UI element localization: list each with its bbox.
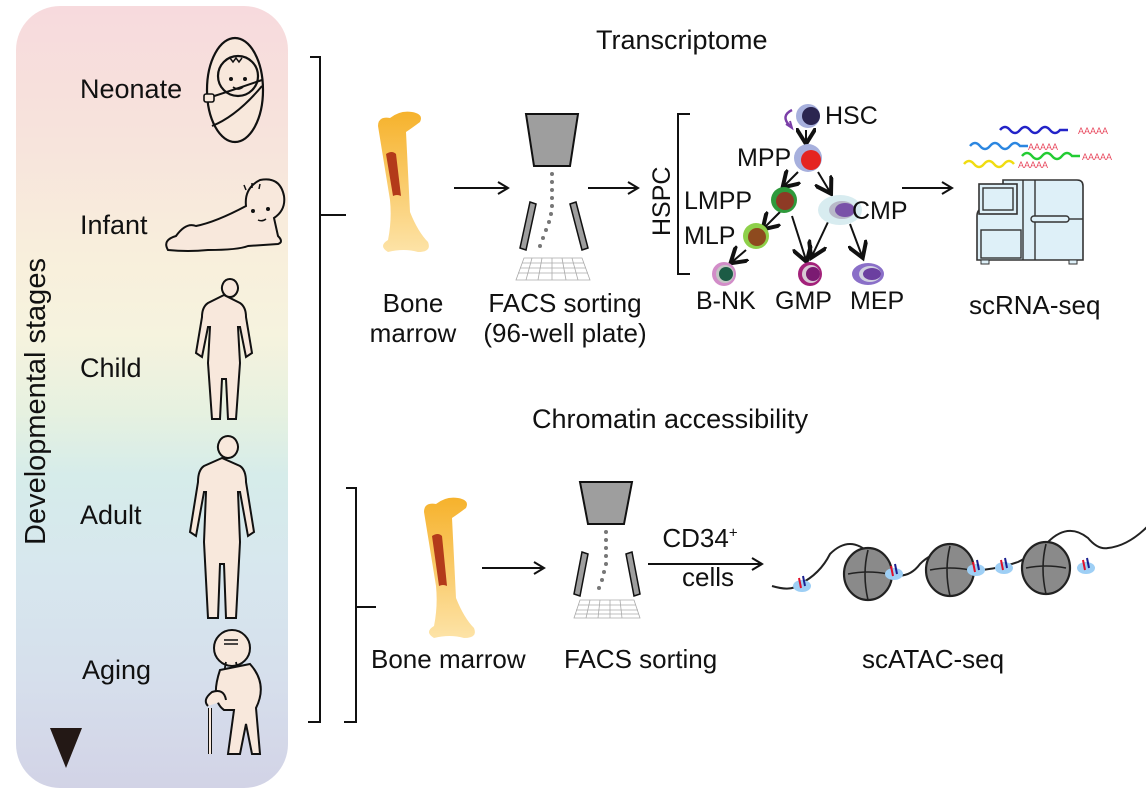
polya-2: AAAAA (1028, 142, 1058, 152)
cd34-sup: + (728, 524, 738, 542)
polya-3: AAAAA (1082, 152, 1112, 162)
arrow-3 (902, 181, 954, 195)
child-figure-icon (194, 278, 254, 420)
scrna-seq-label: scRNA-seq (969, 290, 1101, 320)
arrow-4 (482, 561, 546, 575)
cell-hsc (796, 104, 820, 128)
arrow-5 (648, 557, 764, 571)
axis-label: Developmental stages (20, 258, 52, 545)
developmental-arrow (50, 30, 82, 768)
cell-bnk (712, 262, 736, 286)
cell-label-gmp: GMP (775, 287, 832, 315)
cell-label-mpp: MPP (737, 144, 792, 172)
chromatin-fiber (771, 526, 1146, 602)
bone-marrow-label-2: Bone marrow (371, 644, 526, 674)
swaddled-baby-icon (203, 36, 265, 144)
facs-label: FACS sorting (96-well plate) (470, 288, 660, 348)
mrna-strands: AAAAA AAAAA AAAAA AAAAA (963, 125, 1112, 170)
hspc-bracket (677, 113, 690, 275)
stage-label-neonate: Neonate (80, 74, 183, 104)
sequencer-icon (976, 179, 1084, 265)
self-renewal-arrow (784, 108, 793, 127)
facs-label-line2: (96-well plate) (483, 318, 647, 348)
stage-label-infant: Infant (80, 210, 148, 240)
cell-mpp (794, 144, 822, 172)
bone-marrow-icon-2 (424, 497, 475, 638)
stage-label-aging: Aging (82, 655, 152, 685)
cd34-text: CD34 (662, 523, 729, 553)
stage-label-adult: Adult (80, 500, 142, 530)
arrow-2 (588, 181, 640, 195)
bone-label-line1: Bone (382, 288, 444, 318)
cell-label-lmpp: LMPP (684, 187, 753, 215)
crawling-baby-icon (165, 178, 286, 252)
adult-figure-icon (188, 435, 256, 619)
polya-4: AAAAA (1018, 160, 1048, 170)
cell-label-mlp: MLP (684, 222, 736, 250)
cell-mlp (743, 223, 769, 249)
chromatin-title: Chromatin accessibility (532, 404, 809, 434)
hspc-label: HSPC (648, 166, 676, 236)
cell-gmp (798, 262, 822, 286)
facs-sorter-icon-2 (573, 481, 641, 619)
stage-label-child: Child (80, 353, 142, 383)
facs-label-line1: FACS sorting (488, 288, 642, 318)
cell-label-hsc: HSC (825, 102, 878, 130)
hierarchy-tree (712, 104, 884, 286)
facs-sorter-icon (515, 113, 591, 281)
stage-bracket-transcriptome (308, 56, 376, 723)
scatac-seq-label: scATAC-seq (862, 644, 1005, 674)
polya-1: AAAAA (1078, 126, 1108, 136)
elderly-man-icon (204, 629, 262, 755)
bone-marrow-icon (378, 111, 429, 252)
arrow-1 (454, 181, 510, 195)
cell-lmpp (771, 187, 797, 213)
bone-marrow-label: Bone marrow (358, 288, 468, 348)
cell-label-mep: MEP (850, 287, 905, 315)
cell-cmp (818, 195, 862, 225)
transcriptome-title: Transcriptome (596, 25, 768, 55)
cd34-label: CD34+ (640, 523, 760, 554)
cell-label-bnk: B-NK (696, 287, 756, 315)
cell-mep (852, 263, 884, 285)
facs-label-2: FACS sorting (564, 644, 718, 674)
cells-label: cells (681, 562, 734, 592)
cell-label-cmp: CMP (852, 197, 908, 225)
bone-label-line2: marrow (369, 318, 457, 348)
